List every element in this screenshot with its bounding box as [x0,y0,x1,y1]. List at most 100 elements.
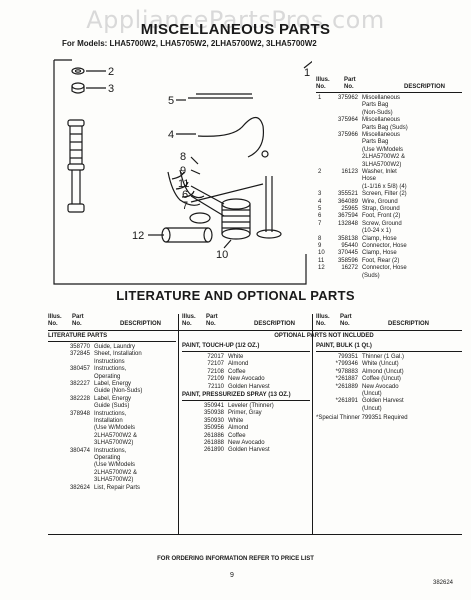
part-description: Installation [94,418,123,424]
part-description: Guide (Non-Suds) [94,388,143,395]
lit-header-partno-3: No. [340,321,350,327]
part-description: Wire, Ground [362,198,398,205]
part-description: Almond [228,361,249,368]
column-divider [312,314,313,534]
part-description: New Avocado [362,383,399,390]
part-number: 261890 [203,447,224,454]
part-description: Guide, Laundry [94,344,136,350]
part-description: (Use W/Models [362,146,404,153]
illus-number: 1 [318,95,322,101]
part-description: Label, Energy [94,381,132,387]
part-description: Operating [94,373,121,380]
part-number: *261887 [335,376,358,383]
part-description: Almond [228,425,249,432]
part-number: 378948 [69,410,90,417]
divider [316,92,462,93]
part-number: 16123 [341,169,358,175]
callout-7: 7 [182,200,188,212]
bulk-note: *Special Thinner 799351 Required [316,415,408,421]
part-description: White [228,417,244,424]
diagram-frame [53,59,307,285]
part-description: Leveler (Thinner) [228,403,274,409]
spray-heading: PAINT, PRESSURIZED SPRAY (13 OZ.) [182,392,291,398]
part-description: (Uncut) [362,391,382,397]
document-number: 382624 [433,580,454,586]
part-number: 350941 [203,403,224,409]
part-number: 25965 [341,206,358,212]
illus-number: 10 [318,250,325,257]
part-number: 72109 [207,376,224,383]
part-number: 375964 [337,117,358,124]
part-description: Thinner (1 Gal.) [362,354,405,360]
part-number: 355521 [337,191,358,198]
callout-12: 12 [132,230,144,242]
touchup-heading: PAINT, TOUCH-UP (1/2 OZ.) [182,343,260,349]
illus-number: 4 [318,198,322,205]
header-part-no: No. [344,84,354,90]
parts-diagram: 2 3 5 4 8 9 11 6 7 10 12 1 [53,59,312,285]
part-description: Foot, Front (2) [362,213,401,220]
callout-8: 8 [180,151,186,163]
part-description: Miscellaneous [362,95,401,101]
part-description: Parts Bag [362,139,389,146]
illus-number: 11 [318,257,325,264]
lit-header-no-3: No. [316,321,326,327]
part-description: Coffee [228,368,246,375]
part-description: Instructions, [94,366,127,373]
part-description: (10-24 x 1) [362,228,392,235]
part-number: 372845 [69,351,90,358]
callout-5: 5 [168,95,174,107]
part-number: *261889 [335,383,358,390]
part-description: Connector, Hose [362,243,407,249]
lit-header-part-3: Part [340,314,352,320]
part-number: 72110 [207,383,224,390]
bulk-heading: PAINT, BULK (1 Qt.) [316,343,372,349]
lit-header-no-1: No. [48,321,58,327]
header-part: Part [344,77,356,83]
part-number: 261886 [203,432,224,439]
screen-filter-part [71,86,85,94]
part-number: 95440 [341,243,358,249]
lit-header-partno-1: No. [72,321,82,327]
divider [316,351,462,352]
misc-table-header: Illus. No. Part No. DESCRIPTION [316,77,466,97]
divider [48,330,462,331]
column-divider [178,314,179,534]
part-description: Golden Harvest [362,398,404,405]
part-description: (Non-Suds) [362,109,393,116]
optional-parts-heading: OPTIONAL PARTS NOT INCLUDED [274,333,374,339]
part-description: Connector, Hose [362,265,407,272]
part-number: 16272 [341,265,358,272]
part-description: (Use W/Models [94,462,136,469]
part-number: 380457 [69,366,90,373]
illus-number: 12 [318,265,325,272]
part-number: 358138 [337,235,358,242]
part-number: 132848 [337,220,358,227]
part-number: 799351 [337,354,358,360]
part-description: Sheet, Installation [94,351,142,358]
part-description: (Uncut) [362,405,382,412]
rear-foot-part [265,176,273,232]
part-description: Clamp, Hose [362,235,397,242]
header-illus-no: No. [316,84,326,90]
part-number: *978883 [335,368,358,375]
part-description: Screen, Filter (2) [362,191,407,198]
callout-10: 10 [216,249,228,261]
part-number: 375962 [337,95,358,101]
divider [48,534,462,535]
lit-header-desc-2: DESCRIPTION [254,321,296,327]
part-description: Almond (Uncut) [362,368,404,375]
part-description: Instructions, [94,410,127,417]
part-description: Primer, Gray [228,410,262,417]
part-description: Golden Harvest [228,447,270,454]
part-description: Hose [362,176,377,183]
part-description: Miscellaneous [362,132,401,138]
part-number: 380474 [69,447,90,454]
part-description: (1-1/16 x 5/8) (4) [362,183,407,190]
divider [182,351,310,352]
ground-wire-part [197,116,265,158]
